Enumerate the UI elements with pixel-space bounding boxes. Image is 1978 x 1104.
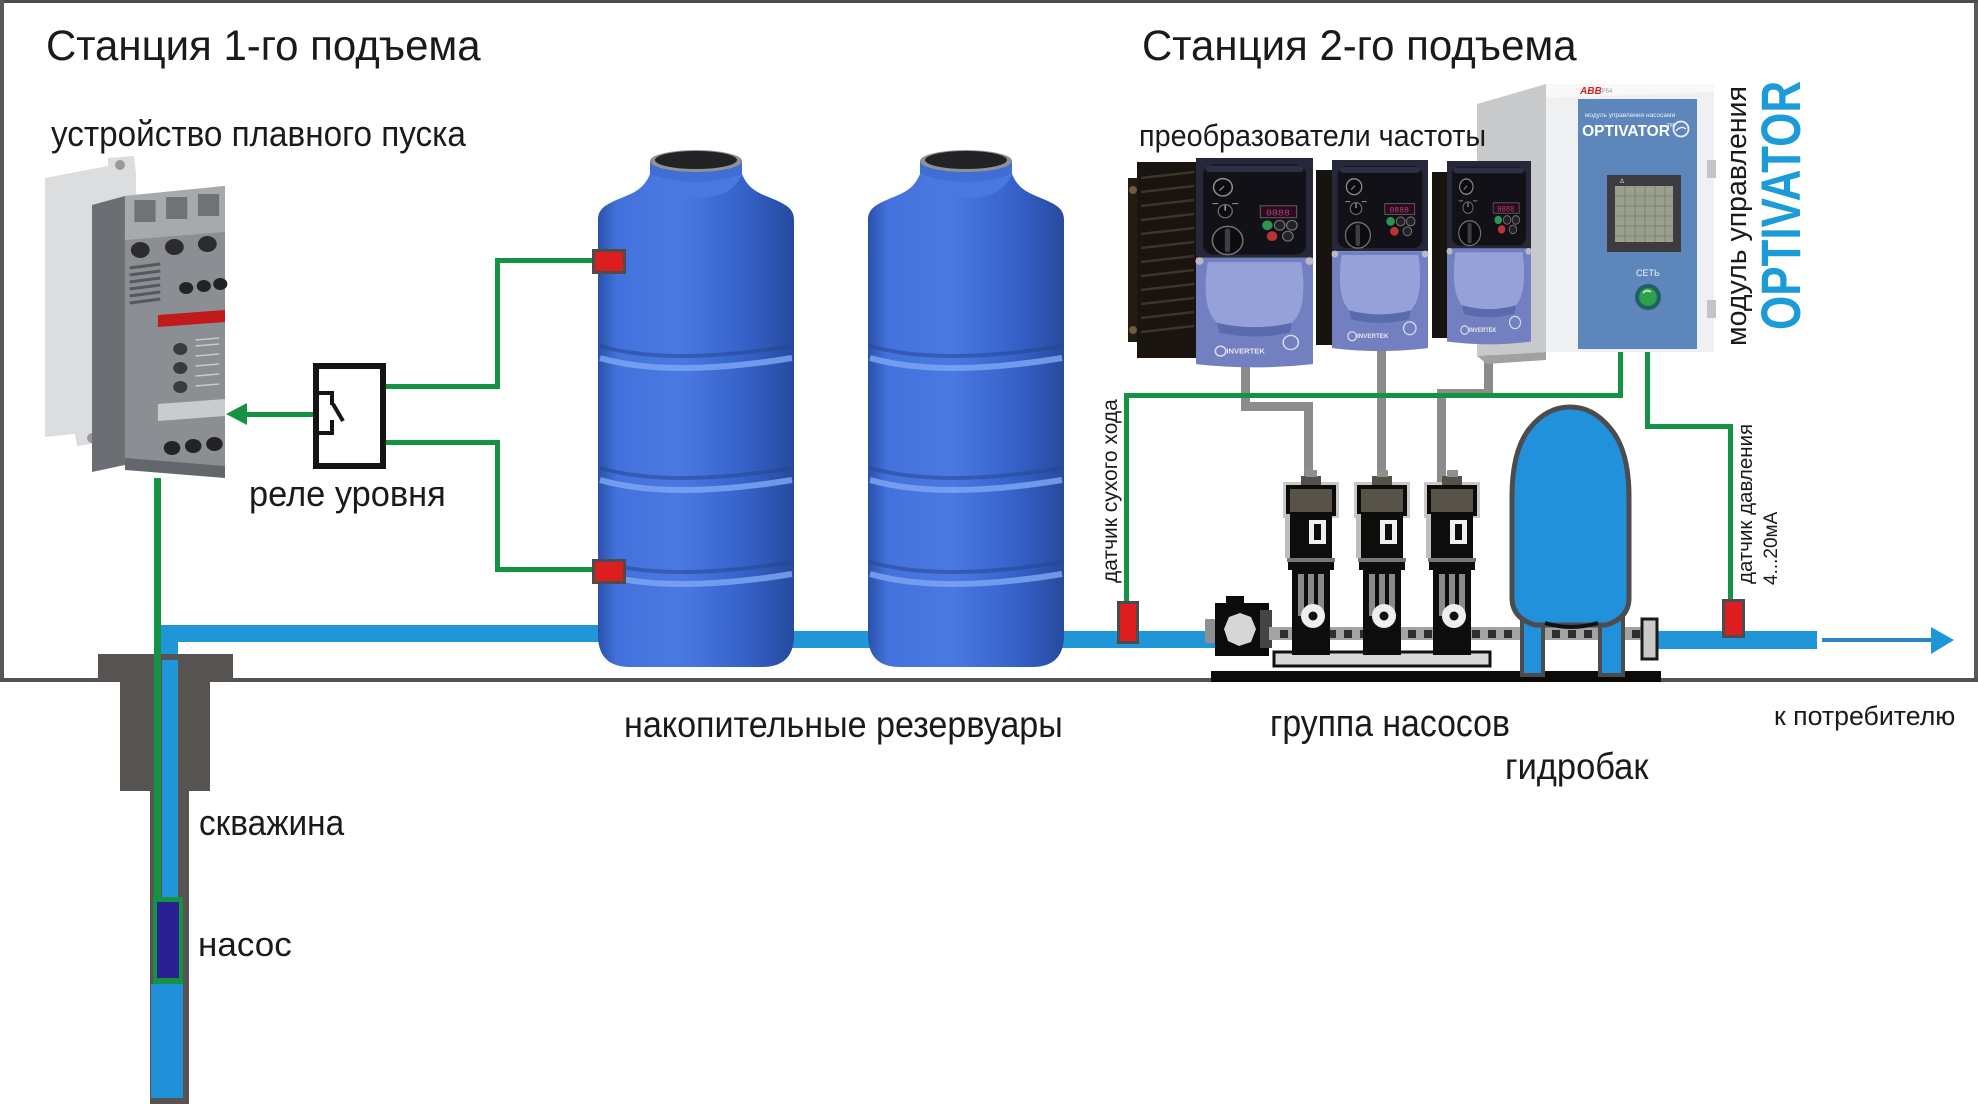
svg-text:IP54: IP54 xyxy=(1600,89,1613,95)
svg-text:модуль управления насосами: модуль управления насосами xyxy=(1585,112,1676,119)
svg-text:OPTIVATOR: OPTIVATOR xyxy=(1582,123,1670,140)
svg-text:Δ: Δ xyxy=(1620,179,1624,185)
svg-text:ABB: ABB xyxy=(1579,86,1602,97)
svg-text:СЕТЬ: СЕТЬ xyxy=(1636,268,1660,278)
svg-text:TM: TM xyxy=(1667,123,1674,129)
